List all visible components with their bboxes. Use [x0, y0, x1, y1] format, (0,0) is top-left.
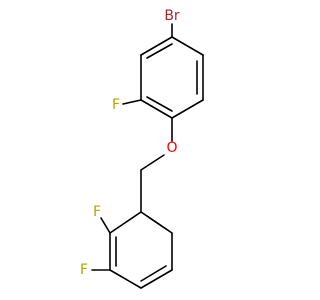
bond-layer: [91, 23, 204, 289]
bond: [140, 269, 173, 289]
bond: [146, 215, 167, 230]
bond: [140, 265, 167, 282]
bond: [146, 43, 173, 59]
bond: [109, 211, 142, 234]
fluorine-atom-label: F: [80, 262, 88, 278]
bond: [171, 99, 204, 119]
bond: [140, 154, 165, 171]
molecule-diagram: Br F O F F: [80, 8, 204, 289]
bond: [100, 217, 111, 234]
bond: [140, 99, 173, 119]
oxygen-atom-label: O: [166, 140, 177, 156]
bond: [171, 36, 204, 56]
atom-label-layer: Br F O F F: [80, 8, 180, 278]
bond: [109, 269, 142, 289]
fluorine-atom-label: F: [93, 204, 101, 220]
bond: [140, 36, 173, 56]
bond: [122, 99, 142, 105]
fluorine-atom-label: F: [112, 97, 120, 113]
bromine-atom-label: Br: [164, 8, 180, 24]
bond: [146, 96, 173, 112]
